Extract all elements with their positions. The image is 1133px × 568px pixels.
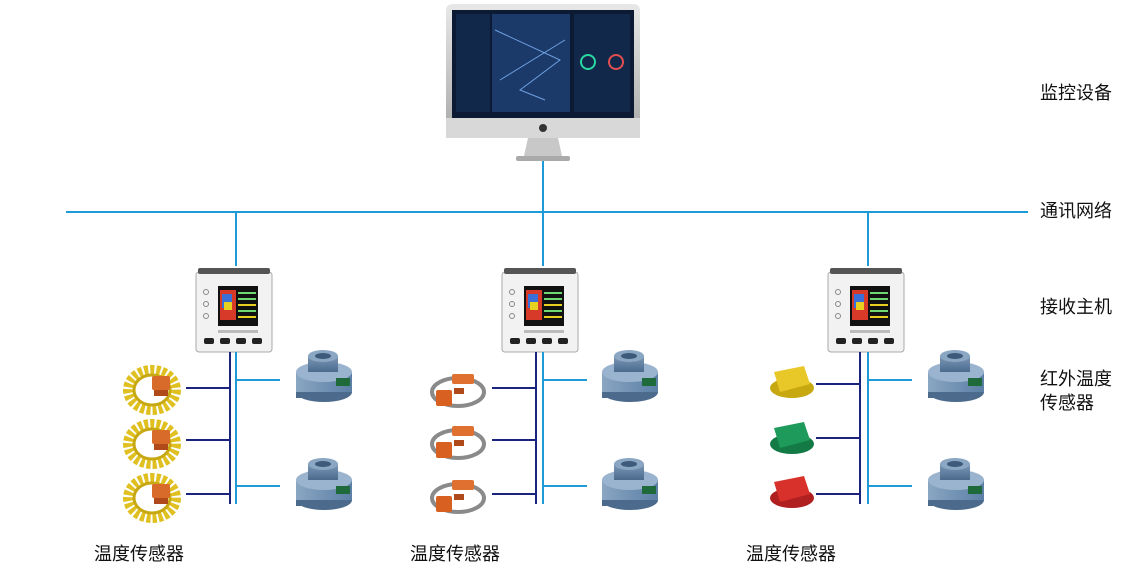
infrared-temperature-sensor-icon [296,350,352,402]
imac-monitor-icon [446,4,640,161]
label-infrared-line2: 传感器 [1040,393,1094,414]
sensor-bus-1 [186,352,280,504]
bottom-label-3: 温度传感器 [746,544,836,565]
cable-temperature-sensor-icon [128,478,176,518]
yellow-sensor-icon [770,366,814,398]
receiver-host-icon [501,267,579,353]
bottom-label-1: 温度传感器 [94,544,184,565]
bottom-label-2: 温度传感器 [410,544,500,565]
label-monitor: 监控设备 [1040,83,1112,104]
clamp-temperature-sensor-icon [430,372,486,408]
cable-temperature-sensor-icon [128,424,176,464]
infrared-temperature-sensor-icon [602,350,658,402]
red-sensor-icon [770,476,814,508]
label-receiver: 接收主机 [1040,297,1112,318]
sensor-bus-2 [492,352,587,504]
infrared-temperature-sensor-icon [928,458,984,510]
clamp-temperature-sensor-icon [430,424,486,460]
network-lines [66,161,1028,266]
sensor-bus-3 [816,352,912,504]
label-infrared-line1: 红外温度 [1040,369,1112,390]
receiver-host-icon [827,267,905,353]
cable-temperature-sensor-icon [128,370,176,410]
label-network: 通讯网络 [1040,201,1112,222]
infrared-temperature-sensor-icon [928,350,984,402]
infrared-temperature-sensor-icon [296,458,352,510]
infrared-temperature-sensor-icon [602,458,658,510]
clamp-temperature-sensor-icon [430,478,486,514]
receiver-host-icon [195,267,273,353]
green-sensor-icon [770,422,814,454]
